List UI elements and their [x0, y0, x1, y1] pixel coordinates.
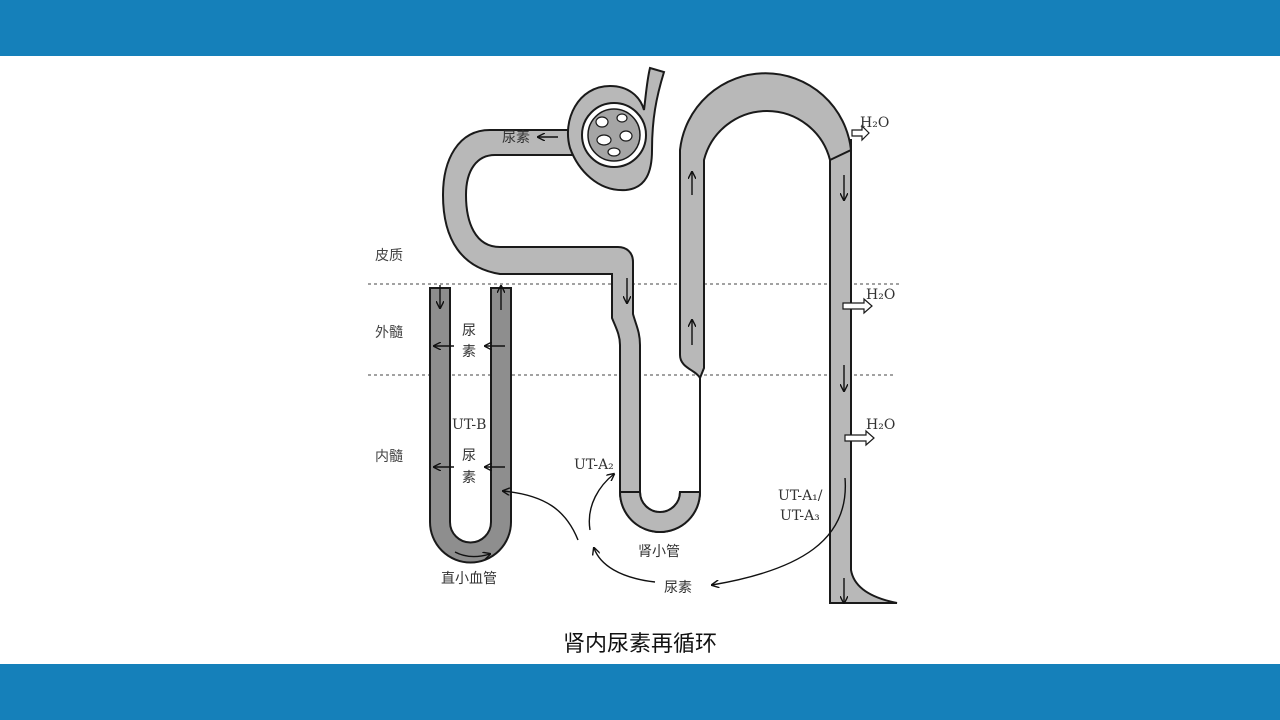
ut-a3-label: UT-A₃ [780, 508, 820, 524]
diagram-caption: 肾内尿素再循环 [562, 632, 717, 657]
urea-label-inner-char2: 素 [462, 470, 476, 486]
urea-label-bottom: 尿素 [664, 580, 692, 596]
vasa-recta-label: 直小血管 [441, 570, 497, 587]
urea-label-outer-char1: 尿 [462, 323, 476, 339]
capillary-loops [595, 113, 633, 157]
ut-b-label: UT-B [452, 417, 486, 433]
ut-a1-label: UT-A₁/ [778, 488, 823, 504]
zone-label-inner-medulla: 内髓 [375, 449, 403, 465]
urea-label-inner-char1: 尿 [462, 448, 476, 464]
urea-label-outer-char2: 素 [462, 344, 476, 360]
water-arrows [842, 124, 875, 447]
top-banner [0, 0, 1280, 56]
loop-of-henle [618, 491, 702, 533]
water-label-middle: H₂O [866, 287, 895, 303]
water-label-top: H₂O [860, 115, 889, 131]
zone-label-outer-medulla: 外髓 [375, 325, 403, 341]
urea-arrows [434, 137, 846, 585]
urea-label-glomerulus: 尿素 [502, 130, 530, 146]
renal-tubule-label: 肾小管 [638, 544, 680, 560]
vasa-recta-vessel [429, 287, 512, 564]
bottom-banner [0, 664, 1280, 720]
ut-a2-label: UT-A₂ [574, 457, 614, 473]
zone-label-cortex: 皮质 [375, 248, 403, 264]
collecting-duct [829, 139, 898, 604]
renal-tubule [441, 72, 853, 533]
flow-arrows [440, 172, 844, 603]
water-label-bottom: H₂O [866, 417, 895, 433]
